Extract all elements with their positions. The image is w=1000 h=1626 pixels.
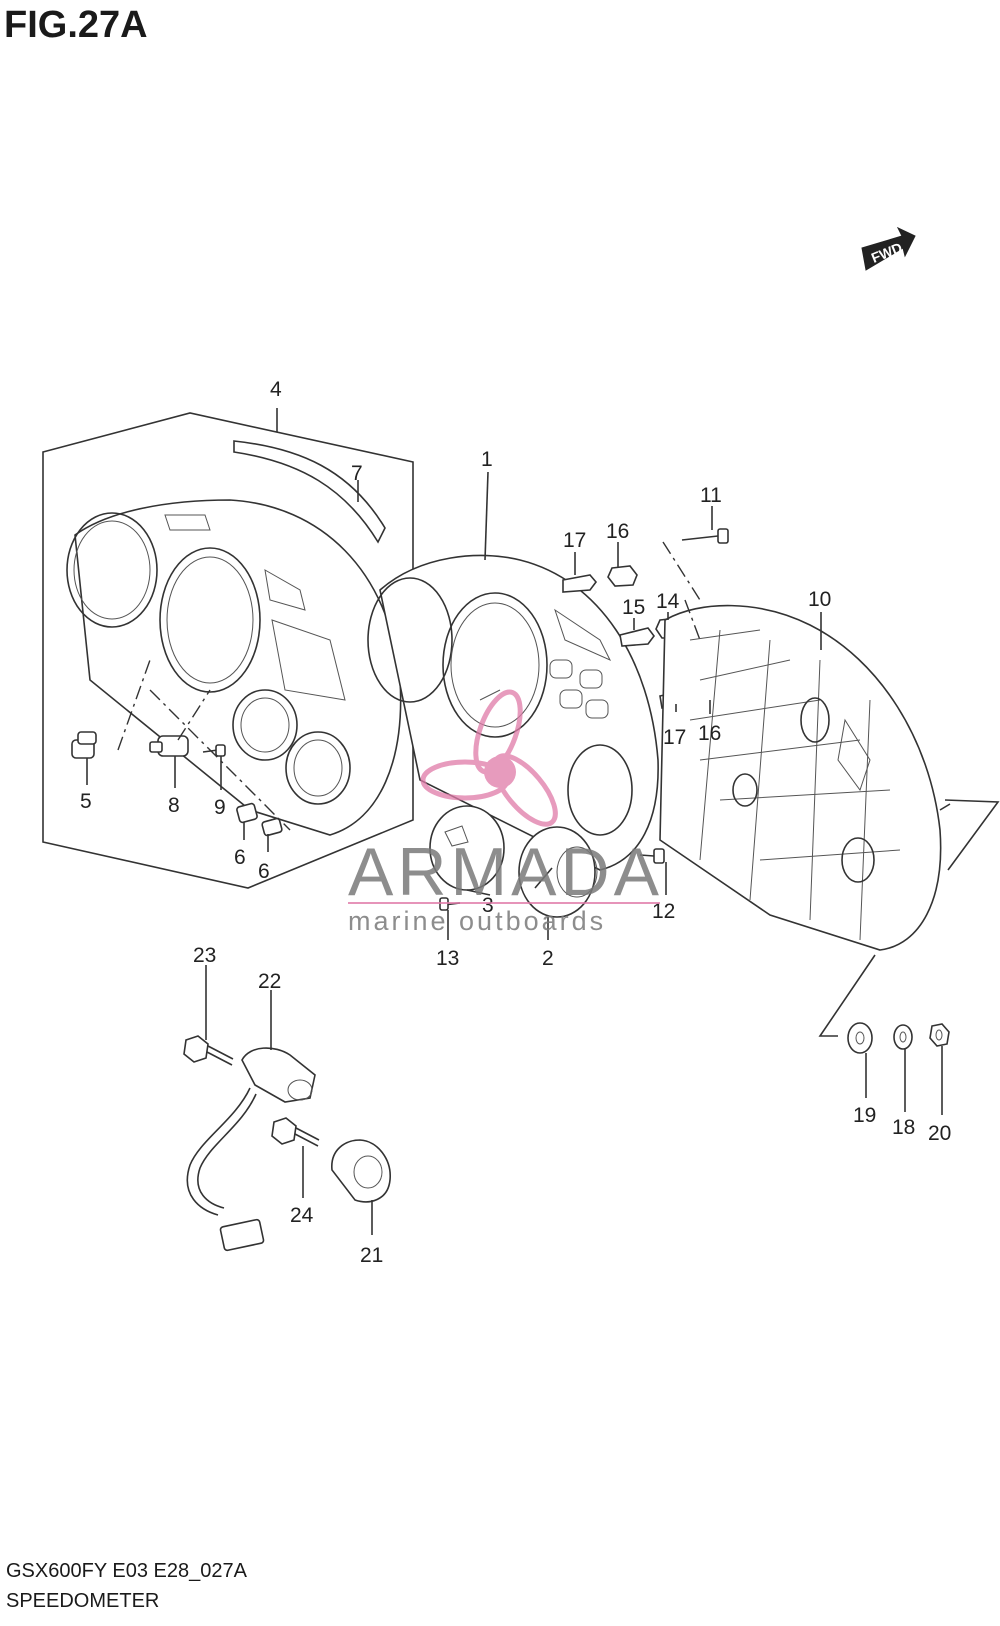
leader-line [684, 599, 701, 641]
socket-part-8 [149, 735, 189, 757]
callout-3: 3 [482, 894, 494, 917]
bulb-part-17a [562, 574, 598, 593]
leader-line [177, 689, 211, 741]
callout-14: 14 [656, 590, 680, 613]
armada-watermark: ARMADA marine outboards [348, 689, 663, 936]
nut-part-20 [929, 1023, 950, 1047]
leader-line [944, 799, 1000, 871]
callout-18: 18 [892, 1116, 915, 1139]
gauge-part-3 [429, 805, 505, 891]
screw-part-12 [639, 848, 665, 864]
callout-11: 11 [700, 484, 722, 507]
washer-part-18 [893, 1024, 913, 1050]
callout-22: 22 [258, 970, 281, 993]
bulb-part-6a [236, 802, 258, 824]
callout-10: 10 [808, 588, 831, 611]
callout-16a: 16 [606, 520, 629, 543]
figure-title: FIG.27A [4, 4, 148, 46]
sensor-rotor-part-21 [331, 1139, 391, 1203]
leader-line [117, 659, 151, 751]
bulb-part-15 [619, 627, 655, 647]
callout-19: 19 [853, 1104, 876, 1127]
cover-group-outline [42, 412, 414, 889]
callout-15: 15 [622, 596, 645, 619]
callout-6a: 6 [234, 846, 246, 869]
callout-1: 1 [481, 448, 493, 471]
callout-labels: 4 7 1 11 17 16 15 14 10 17 16 5 8 9 6 6 … [80, 378, 951, 1267]
callout-23: 23 [193, 944, 216, 967]
callout-8: 8 [168, 794, 180, 817]
callout-21: 21 [360, 1244, 383, 1267]
model-code: GSX600FY E03 E28_027A [6, 1560, 247, 1582]
callout-16b: 16 [698, 722, 721, 745]
leader-line [662, 541, 701, 601]
callout-2: 2 [542, 947, 554, 970]
section-name: SPEEDOMETER [6, 1590, 160, 1612]
callout-4: 4 [270, 378, 282, 401]
callout-6b: 6 [258, 860, 270, 883]
propeller-logo-icon [420, 689, 558, 827]
gauge-part-2 [518, 826, 598, 918]
lens-strip-part [233, 440, 386, 544]
speed-sensor-part-22 [186, 1047, 316, 1252]
fwd-arrow-icon: FWD [861, 226, 916, 271]
callout-9: 9 [214, 796, 226, 819]
callout-17a: 17 [563, 529, 586, 552]
callout-7: 7 [351, 462, 363, 485]
callout-12: 12 [652, 900, 675, 923]
leader-line [818, 954, 876, 1037]
meter-cover-part [66, 499, 402, 836]
socket-part-16a [607, 565, 638, 587]
bolt-part-24 [271, 1117, 320, 1147]
leader-line [149, 689, 291, 831]
meter-assembly-part [367, 554, 659, 871]
bulb-part-6b [261, 817, 283, 837]
callout-leaders [86, 408, 943, 1235]
callout-20: 20 [928, 1122, 951, 1145]
callout-17b: 17 [663, 726, 686, 749]
bulb-socket-part-5 [71, 731, 97, 759]
bolt-part-23 [183, 1035, 234, 1066]
screw-part-11 [681, 528, 729, 544]
grommet-part-19 [847, 1022, 873, 1054]
fwd-label: FWD [869, 239, 905, 266]
callout-13: 13 [436, 947, 459, 970]
rear-case-part [659, 604, 951, 951]
watermark-brand: ARMADA [348, 834, 663, 910]
callout-24: 24 [290, 1204, 314, 1227]
callout-5: 5 [80, 790, 92, 813]
watermark-tagline: marine outboards [348, 906, 606, 936]
